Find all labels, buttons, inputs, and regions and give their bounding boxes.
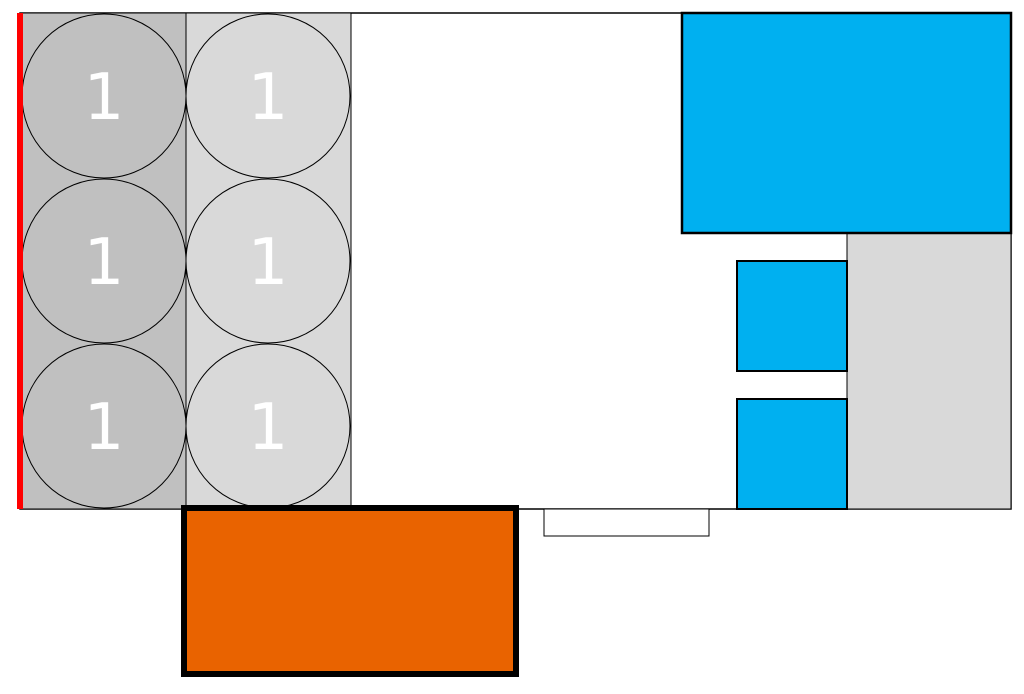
- orange-block: [181, 505, 519, 677]
- slot-b2-circle: [185, 178, 351, 344]
- side-panel: [846, 232, 1012, 510]
- bottom-tab: [543, 508, 710, 537]
- slot-b2-label: 1: [248, 226, 289, 300]
- slot-b1-circle: [185, 13, 351, 179]
- blue-block-small-upper: [736, 260, 848, 372]
- blue-block-large: [680, 11, 1013, 235]
- blue-block-small-lower: [736, 398, 848, 510]
- slot-a1-label: 1: [84, 61, 125, 135]
- wall-accent-left: [17, 13, 23, 509]
- slot-column-a-circles: [21, 13, 187, 509]
- slot-a3-label: 1: [84, 391, 125, 465]
- slot-a2-label: 1: [84, 226, 125, 300]
- slot-b1-label: 1: [248, 61, 289, 135]
- slot-b3-label: 1: [248, 391, 289, 465]
- slot-column-b-circles: [185, 13, 351, 509]
